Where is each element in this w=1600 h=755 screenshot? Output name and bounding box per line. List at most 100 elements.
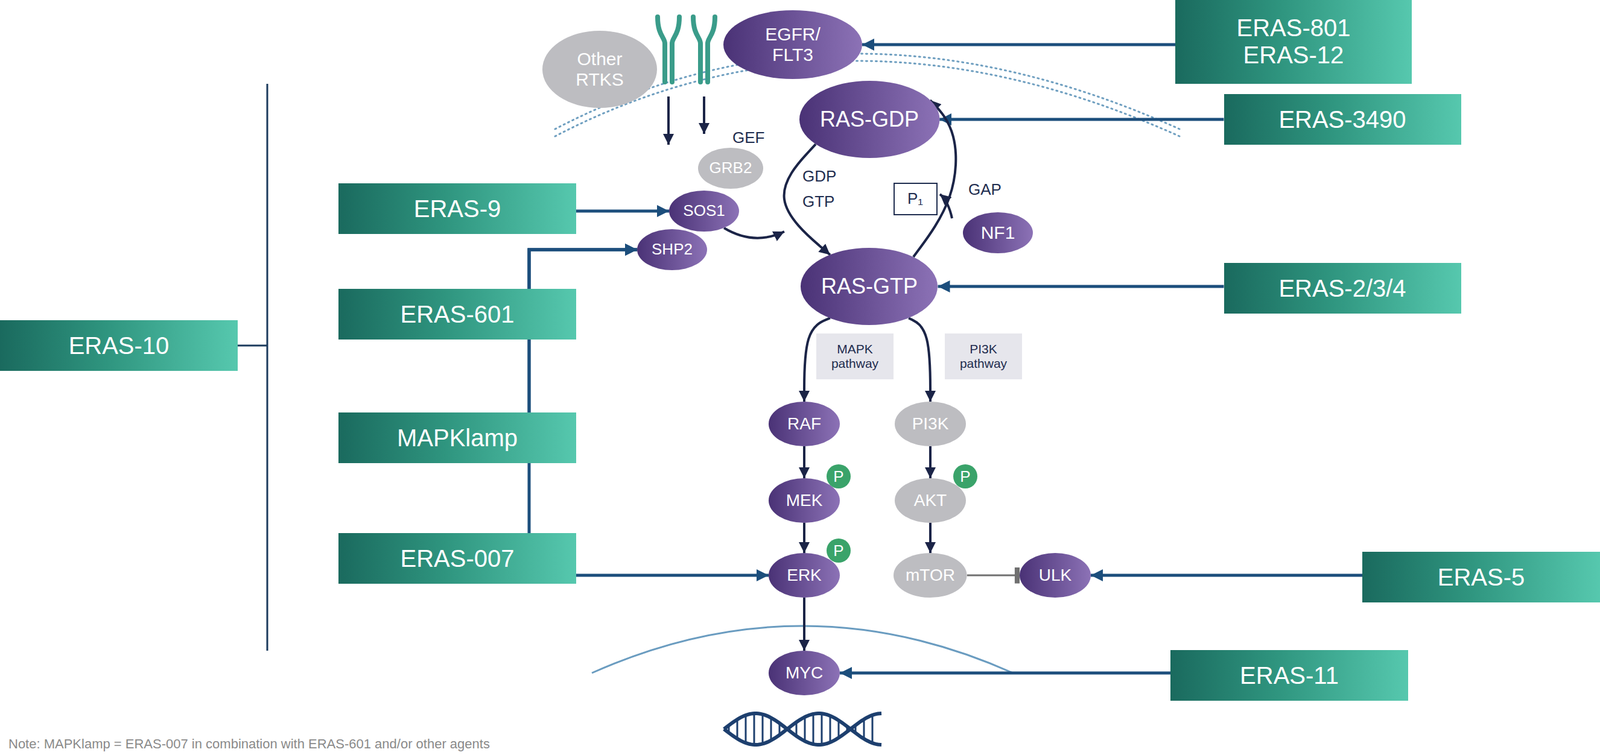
protein-ellipse: ERK [768, 553, 840, 598]
arrow-connector [803, 446, 806, 479]
bracket [237, 83, 268, 651]
node-label: ERAS-601 [400, 301, 515, 329]
drug-box: ERAS-9 [338, 183, 577, 235]
protein-ellipse: MEK [768, 478, 840, 524]
dna-symbol [723, 713, 882, 746]
node-label: EGFR/ FLT3 [761, 24, 825, 65]
ellipse-shape [768, 478, 840, 524]
node-text: ERAS-11 [1239, 662, 1339, 690]
node-text: PI3K [912, 414, 950, 434]
arrow-connector [929, 446, 932, 479]
dna-rung [871, 715, 874, 744]
arrow-connector [938, 285, 1225, 289]
ellipse-shape [893, 553, 968, 598]
node-text: ERAS-601 [400, 301, 515, 329]
protein-ellipse: SHP2 [637, 229, 708, 271]
dna-strand [723, 713, 882, 746]
drug-box: ERAS-801ERAS-12 [1175, 0, 1412, 84]
ellipse-shape [768, 650, 840, 696]
node-label: ERK [786, 565, 822, 585]
drug-box: MAPKlamp [338, 412, 577, 464]
drug-box: ERAS-11 [1170, 650, 1409, 702]
node-text: NF1 [980, 222, 1016, 244]
dna-rung [736, 719, 739, 740]
phosphate-box: P₁ [893, 182, 938, 216]
node-label: ERAS-801 [1236, 14, 1351, 42]
node-text: GRB2 [709, 159, 753, 177]
edge-label: GAP [968, 180, 1002, 199]
dna-rung [770, 717, 773, 741]
arrow-connector [908, 317, 931, 402]
footnote: Note: MAPKlamp = ERAS-007 in combination… [8, 737, 490, 752]
ellipse-shape [768, 553, 840, 598]
protein-ellipse: NF1 [962, 212, 1033, 254]
node-label: PI3K pathway [952, 342, 1015, 371]
node-text: P₁ [907, 190, 924, 208]
node-text: ERAS-5 [1437, 564, 1526, 592]
node-label: MAPKlamp [396, 424, 518, 452]
ellipse-shape [698, 147, 764, 189]
phospho-mark: P [826, 538, 851, 563]
drug-box: ERAS-007 [338, 533, 577, 585]
arrow-connector [839, 672, 1171, 676]
node-label: MYC [785, 663, 823, 683]
ellipse-shape [768, 401, 840, 447]
arrow-connector [803, 597, 806, 651]
node-label: mTOR [905, 565, 956, 585]
node-label: Other RTKS [563, 48, 636, 90]
node-label: AKT [914, 491, 947, 510]
protein-ellipse: RAF [768, 401, 840, 447]
pathway-box: PI3K pathway [944, 333, 1023, 380]
node-text: MEK [786, 491, 823, 510]
edge-label: GEF [732, 129, 765, 147]
ellipse-shape [894, 478, 966, 524]
node-label: RAS-GTP [821, 274, 918, 299]
node-label: P₁ [907, 190, 924, 208]
node-text: PI3K pathway [952, 342, 1015, 371]
protein-ellipse-inactive: Other RTKS [542, 30, 658, 108]
protein-ellipse-inactive: mTOR [893, 553, 968, 598]
arrow-connector [803, 523, 806, 554]
signal-arrow [667, 96, 670, 145]
node-label: SHP2 [651, 240, 693, 259]
exchange-arrow [723, 228, 785, 239]
dna-rung [804, 717, 807, 742]
dna-rung [812, 714, 815, 745]
node-text: MAPK pathway [823, 342, 887, 371]
ellipse-shape [962, 212, 1033, 254]
protein-ellipse: RAS-GDP [799, 80, 940, 159]
node-text: RAF [787, 414, 822, 434]
node-text: AKT [914, 491, 947, 510]
ellipse-shape [1019, 553, 1091, 598]
node-label: ERAS-10 [68, 332, 170, 360]
protein-ellipse-inactive: AKT [894, 478, 966, 524]
ellipse-shape [637, 229, 708, 271]
drug-box: ERAS-601 [338, 288, 577, 340]
node-label: ERAS-5 [1437, 564, 1526, 592]
protein-ellipse-inactive: PI3K [894, 401, 966, 447]
arrow-connector [939, 118, 1224, 122]
node-text: EGFR/ FLT3 [761, 24, 825, 65]
node-label: GRB2 [709, 159, 753, 177]
arrow-connector [576, 209, 670, 213]
protein-ellipse: ULK [1019, 553, 1091, 598]
node-text: RAS-GTP [821, 274, 918, 299]
node-label: MEK [786, 491, 823, 510]
node-label: SOS1 [682, 202, 725, 220]
ellipse-shape [542, 30, 658, 108]
drug-box: ERAS-3490 [1224, 94, 1462, 145]
protein-ellipse-inactive: GRB2 [698, 147, 764, 189]
node-label: ERAS-12 [1243, 41, 1345, 69]
node-text: MYC [785, 663, 823, 683]
node-label: ERAS-3490 [1278, 106, 1406, 134]
inhibition-connector [967, 574, 1020, 577]
phospho-mark: P [953, 464, 978, 489]
node-label: NF1 [980, 222, 1016, 244]
node-text: ERAS-3490 [1278, 106, 1406, 134]
arrow-connector [862, 43, 1176, 47]
signal-arrow [702, 96, 706, 134]
node-label: ERAS-9 [413, 195, 502, 223]
node-label: RAS-GDP [819, 107, 919, 132]
drug-box: ERAS-10 [0, 320, 238, 372]
